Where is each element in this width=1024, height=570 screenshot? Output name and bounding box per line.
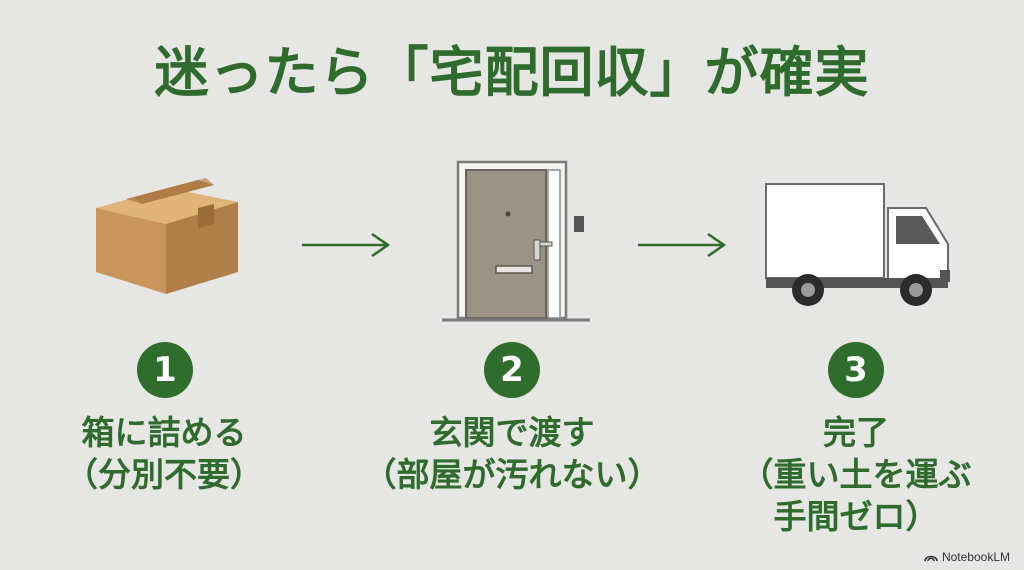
- arrow-right-icon: [302, 232, 391, 258]
- step-number-badge: 2: [484, 342, 540, 398]
- brand-label: NotebookLM: [941, 550, 1010, 564]
- arrow-right-icon: [638, 232, 727, 258]
- delivery-truck-icon: [765, 183, 950, 306]
- step-caption-line: 玄関で渡す: [429, 413, 595, 452]
- front-door-icon: [442, 160, 590, 322]
- step-caption-line: （分別不要）: [65, 455, 263, 494]
- notebooklm-watermark: NotebookLM: [924, 550, 1010, 564]
- step-caption-line: 箱に詰める: [81, 413, 247, 452]
- step-caption-line: （重い土を運ぶ: [740, 455, 972, 494]
- step-caption-line: 完了: [823, 413, 889, 452]
- step-caption-line: 手間ゼロ）: [773, 497, 939, 536]
- cardboard-box-icon: [96, 178, 238, 294]
- step-number-badge: 1: [137, 342, 193, 398]
- notebooklm-logo-icon: [924, 555, 938, 562]
- step-caption: 玄関で渡す （部屋が汚れない）: [352, 412, 672, 496]
- step-number-badge: 3: [828, 342, 884, 398]
- step-caption: 箱に詰める （分別不要）: [4, 412, 324, 496]
- page-title: 迷ったら「宅配回収」が確実: [154, 41, 870, 104]
- step-caption: 完了 （重い土を運ぶ 手間ゼロ）: [696, 412, 1016, 538]
- step-caption-line: （部屋が汚れない）: [363, 455, 661, 494]
